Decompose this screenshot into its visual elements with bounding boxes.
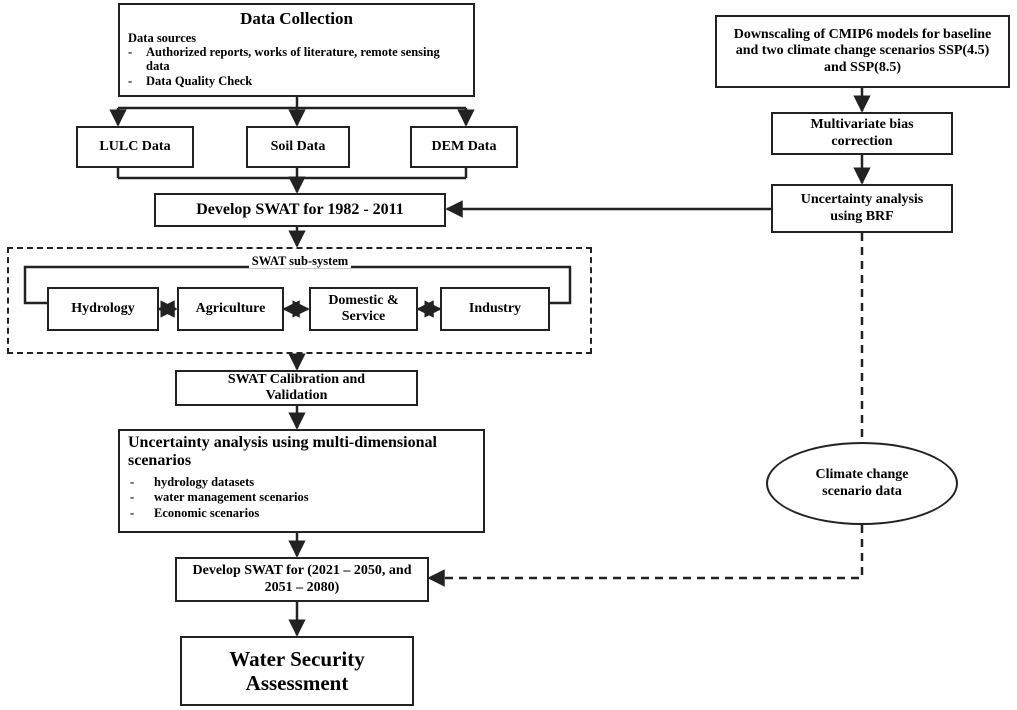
water-security-box: Water Security Assessment — [180, 636, 414, 706]
soil-data-box: Soil Data — [246, 126, 350, 168]
develop-swat-future-box: Develop SWAT for (2021 – 2050, and 2051 … — [175, 557, 429, 602]
water-security-label: Water Security Assessment — [229, 646, 365, 695]
scenario-item: - water management scenarios — [130, 490, 309, 505]
lulc-data-label: LULC Data — [99, 138, 171, 154]
data-source-item: - Authorized reports, works of literatur… — [128, 44, 440, 74]
data-quality-item: - Data Quality Check — [128, 73, 253, 88]
scenario-item: - Economic scenarios — [130, 505, 260, 520]
hydrology-box: Hydrology — [47, 287, 159, 331]
uncertainty-brf-label: Uncertainty analysis using BRF — [800, 192, 924, 224]
bullet-dash: - — [130, 474, 135, 489]
domestic-service-label: Domestic & Service — [328, 292, 399, 324]
data-collection-box: Data Collection Data sources - Authorize… — [118, 3, 475, 97]
scenario-item: - hydrology datasets — [130, 474, 255, 489]
develop-swat-baseline-label: Develop SWAT for 1982 - 2011 — [196, 200, 404, 218]
calibration-box: SWAT Calibration and Validation — [175, 370, 418, 406]
dashed-climate-to-develop-future — [427, 525, 864, 587]
industry-label: Industry — [468, 300, 522, 316]
bias-correction-box: Multivariate bias correction — [771, 112, 953, 155]
industry-box: Industry — [440, 287, 550, 331]
bullet-dash: - — [128, 73, 133, 88]
bullet-dash: - — [130, 505, 135, 520]
uncertainty-brf-box: Uncertainty analysis using BRF — [771, 184, 953, 233]
agriculture-box: Agriculture — [177, 287, 284, 331]
climate-data-label: Climate change scenario data — [815, 467, 909, 499]
domestic-service-box: Domestic & Service — [309, 287, 418, 331]
climate-data-ellipse: Climate change scenario data — [766, 442, 958, 525]
swat-subsystem-title: SWAT sub-system — [0, 254, 600, 269]
bias-correction-label: Multivariate bias correction — [810, 117, 914, 149]
agriculture-label: Agriculture — [195, 300, 266, 316]
hydrology-label: Hydrology — [71, 300, 135, 316]
swat-subsystem-frame — [7, 247, 592, 354]
data-sources-label: Data sources — [128, 30, 197, 45]
data-collection-title: Data Collection — [240, 9, 353, 28]
downscaling-label: Downscaling of CMIP6 models for baseline… — [733, 27, 992, 75]
lulc-data-box: LULC Data — [76, 126, 194, 168]
soil-data-label: Soil Data — [270, 138, 326, 154]
uncertainty-multi-title: Uncertainty analysis using multi-dimensi… — [128, 434, 437, 470]
bullet-dash: - — [130, 490, 135, 505]
develop-swat-future-label: Develop SWAT for (2021 – 2050, and 2051 … — [192, 563, 412, 595]
downscaling-box: Downscaling of CMIP6 models for baseline… — [715, 15, 1010, 88]
uncertainty-multi-box: Uncertainty analysis using multi-dimensi… — [118, 429, 485, 533]
bullet-dash: - — [128, 44, 133, 59]
dem-data-label: DEM Data — [431, 138, 497, 154]
develop-swat-baseline-box: Develop SWAT for 1982 - 2011 — [154, 193, 446, 227]
dem-data-box: DEM Data — [410, 126, 518, 168]
calibration-label: SWAT Calibration and Validation — [227, 371, 366, 403]
